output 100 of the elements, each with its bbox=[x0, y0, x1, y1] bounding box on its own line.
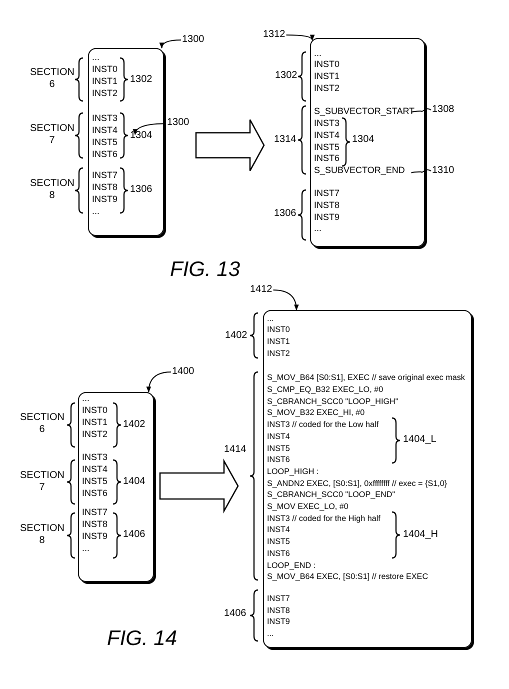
code-line: S_CMP_EQ_B32 EXEC_LO, #0 bbox=[267, 384, 384, 395]
code-line: INST0 bbox=[314, 59, 340, 70]
code-line: INST4 bbox=[267, 430, 290, 442]
figure-label: FIG. 13 bbox=[170, 258, 240, 282]
code-line: INST3 // coded for the High half bbox=[267, 512, 380, 524]
reference-number: 1304 bbox=[352, 134, 374, 146]
code-line: ... bbox=[82, 392, 90, 404]
code-line: INST4 bbox=[92, 124, 118, 136]
block-arrow bbox=[159, 458, 239, 514]
code-line: INST0 bbox=[82, 404, 108, 416]
code-line: INST3 bbox=[314, 118, 340, 129]
code-line: ... bbox=[92, 52, 100, 62]
code-line: ... bbox=[267, 628, 274, 639]
code-line: INST4 bbox=[314, 130, 340, 141]
code-line: INST4 bbox=[82, 464, 108, 474]
code-line: INST2 bbox=[314, 82, 340, 94]
code-line: INST9 bbox=[267, 616, 290, 628]
reference-number: 1308 bbox=[432, 104, 454, 116]
code-line: S_ANDN2 EXEC, [S0:S1], 0xffffffff // exec = {S1,0} bbox=[267, 478, 448, 489]
block-arrow bbox=[195, 119, 265, 172]
code-line: INST0 bbox=[267, 324, 290, 336]
section-label: SECTION 7 bbox=[20, 470, 64, 494]
reference-number: 1412 bbox=[250, 284, 272, 296]
code-line: INST6 bbox=[267, 454, 290, 466]
reference-number: 1406 bbox=[224, 608, 246, 620]
reference-number: 1300 bbox=[182, 34, 204, 46]
code-line: INST3 // coded for the Low half bbox=[267, 419, 379, 430]
code-line: INST7 bbox=[267, 592, 290, 604]
code-line: INST9 bbox=[314, 212, 340, 223]
code-line: INST8 bbox=[314, 200, 340, 211]
reference-number: 1310 bbox=[432, 165, 454, 177]
leader-arrow bbox=[286, 34, 314, 41]
code-line: INST1 bbox=[92, 76, 118, 86]
code-line: INST7 bbox=[92, 170, 118, 180]
code-line: INST8 bbox=[92, 182, 118, 192]
code-line: LOOP_HIGH : bbox=[267, 466, 319, 477]
reference-number: 1312 bbox=[263, 29, 286, 41]
code-line: S_MOV_B32 EXEC_HI, #0 bbox=[267, 407, 365, 418]
reference-number: 1314 bbox=[274, 134, 296, 146]
leader-arrow bbox=[146, 372, 172, 393]
code-line: INST5 bbox=[267, 536, 290, 548]
code-line: ... bbox=[314, 223, 322, 234]
code-line: INST6 bbox=[82, 488, 108, 498]
code-line: INST8 bbox=[267, 604, 290, 616]
code-line: INST7 bbox=[314, 188, 340, 199]
code-line: INST5 bbox=[314, 142, 340, 153]
reference-number: 1406 bbox=[123, 529, 146, 541]
code-line: INST1 bbox=[82, 416, 108, 428]
program-box bbox=[78, 392, 154, 582]
reference-number: 1404_L bbox=[403, 434, 436, 446]
reference-number: 1404_H bbox=[403, 529, 438, 541]
code-line: INST9 bbox=[82, 530, 108, 542]
code-line: INST9 bbox=[92, 194, 118, 204]
code-line: ... bbox=[314, 48, 322, 58]
code-line: S_CBRANCH_SCC0 "LOOP_END" bbox=[267, 489, 396, 500]
leader-arrow bbox=[272, 290, 299, 311]
reference-number: 1302 bbox=[130, 74, 152, 86]
code-line: INST6 bbox=[267, 548, 290, 559]
code-line: S_MOV_B64 [S0:S1], EXEC // save original exec mask bbox=[267, 372, 465, 384]
reference-number: 1402 bbox=[225, 330, 248, 342]
code-line: ... bbox=[82, 542, 90, 554]
leader-line bbox=[410, 108, 432, 113]
program-box bbox=[263, 310, 472, 648]
code-line: INST1 bbox=[314, 71, 340, 82]
code-line: INST3 bbox=[92, 112, 118, 124]
program-box bbox=[88, 48, 164, 236]
reference-number: 1306 bbox=[130, 184, 152, 196]
code-line: INST2 bbox=[82, 428, 108, 440]
code-line: S_MOV_B64 EXEC, [S0:S1] // restore EXEC bbox=[267, 571, 428, 582]
reference-number: 1414 bbox=[224, 444, 246, 456]
section-label: SECTION 8 bbox=[30, 178, 74, 202]
code-line: INST8 bbox=[82, 518, 108, 530]
leader-arrow bbox=[160, 40, 182, 49]
code-line: S_SUBVECTOR_END bbox=[314, 165, 405, 176]
code-line: INST6 bbox=[92, 148, 118, 160]
code-line: INST3 bbox=[82, 452, 108, 462]
reference-number: 1300 bbox=[167, 117, 190, 129]
code-line: ... bbox=[92, 206, 100, 216]
code-line: INST5 bbox=[267, 442, 290, 454]
code-line: INST7 bbox=[82, 506, 108, 518]
leader-line bbox=[410, 169, 432, 174]
reference-number: 1304 bbox=[130, 130, 152, 142]
code-line: S_MOV EXEC_LO, #0 bbox=[267, 501, 348, 512]
reference-number: 1302 bbox=[275, 70, 298, 82]
code-line: LOOP_END : bbox=[267, 560, 316, 570]
code-line: S_SUBVECTOR_START bbox=[314, 106, 415, 118]
code-line: INST0 bbox=[92, 64, 118, 74]
reference-number: 1404 bbox=[123, 476, 146, 488]
code-line: INST5 bbox=[92, 136, 118, 148]
section-label: SECTION 6 bbox=[20, 412, 64, 436]
section-label: SECTION 6 bbox=[30, 67, 74, 91]
code-line: INST2 bbox=[267, 348, 290, 359]
code-line: S_CBRANCH_SCC0 "LOOP_HIGH" bbox=[267, 396, 398, 407]
code-line: INST1 bbox=[267, 336, 290, 347]
reference-number: 1402 bbox=[123, 419, 146, 431]
code-line: ... bbox=[267, 312, 274, 324]
program-box bbox=[310, 38, 425, 247]
code-line: INST2 bbox=[92, 88, 118, 98]
section-label: SECTION 7 bbox=[30, 123, 74, 147]
code-line: INST6 bbox=[314, 153, 340, 164]
